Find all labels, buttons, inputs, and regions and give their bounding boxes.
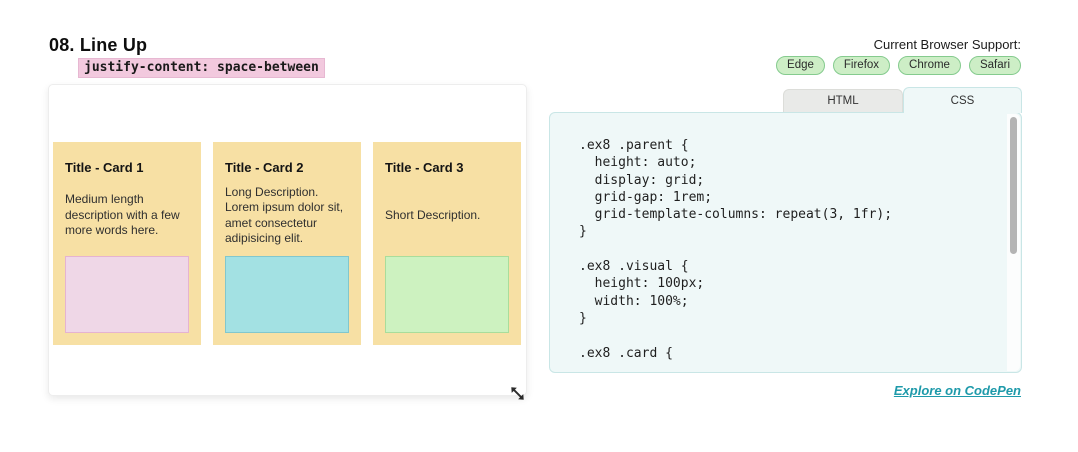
cards-grid: Title - Card 1 Medium length description… bbox=[53, 142, 521, 345]
scrollbar-thumb[interactable] bbox=[1010, 117, 1017, 254]
demo-container: Title - Card 1 Medium length description… bbox=[48, 84, 527, 396]
card-description: Short Description. bbox=[385, 207, 481, 222]
scrollbar-track[interactable] bbox=[1007, 114, 1020, 371]
badge-chrome: Chrome bbox=[898, 56, 961, 75]
card-description-wrap: Long Description. Lorem ipsum dolor sit,… bbox=[225, 175, 349, 256]
resize-cursor-icon[interactable] bbox=[510, 386, 525, 401]
card: Title - Card 1 Medium length description… bbox=[53, 142, 201, 345]
card-description-wrap: Short Description. bbox=[385, 175, 509, 256]
css-property-snippet: justify-content: space-between bbox=[78, 58, 325, 78]
card-visual bbox=[225, 256, 349, 333]
card-title: Title - Card 2 bbox=[225, 160, 304, 175]
card: Title - Card 2 Long Description. Lorem i… bbox=[213, 142, 361, 345]
badge-edge: Edge bbox=[776, 56, 825, 75]
codepen-link[interactable]: Explore on CodePen bbox=[893, 383, 1021, 398]
browser-support-label: Current Browser Support: bbox=[873, 37, 1021, 52]
tab-html[interactable]: HTML bbox=[783, 89, 903, 112]
card-visual bbox=[385, 256, 509, 333]
card-description-wrap: Medium length description with a few mor… bbox=[65, 175, 189, 256]
browser-support-badges: Edge Firefox Chrome Safari bbox=[776, 56, 1021, 75]
badge-safari: Safari bbox=[968, 56, 1021, 75]
card-description: Long Description. Lorem ipsum dolor sit,… bbox=[225, 184, 344, 246]
tab-css[interactable]: CSS bbox=[903, 87, 1022, 113]
card: Title - Card 3 Short Description. bbox=[373, 142, 521, 345]
card-title: Title - Card 1 bbox=[65, 160, 144, 175]
badge-firefox: Firefox bbox=[832, 56, 891, 75]
card-title: Title - Card 3 bbox=[385, 160, 464, 175]
css-code-block: .ex8 .parent { height: auto; display: gr… bbox=[579, 138, 893, 361]
card-visual bbox=[65, 256, 189, 333]
page-title: 08. Line Up bbox=[49, 35, 148, 55]
code-panel: .ex8 .parent { height: auto; display: gr… bbox=[549, 112, 1022, 373]
card-description: Medium length description with a few mor… bbox=[65, 192, 180, 238]
